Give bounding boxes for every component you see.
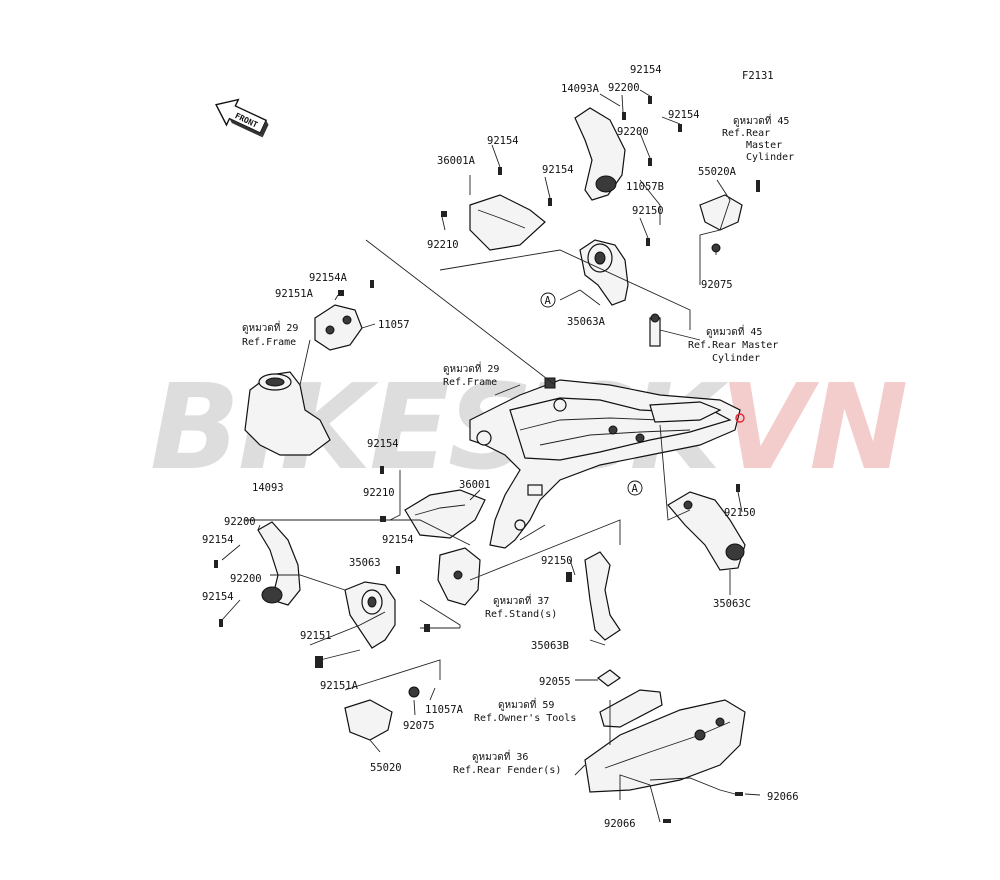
part-labels: 14093A 92200 92154 92154 92200 36001A 92… <box>202 64 799 830</box>
figure-code: F2131 <box>742 70 774 82</box>
svg-text:A: A <box>632 483 639 495</box>
svg-text:Cylinder: Cylinder <box>712 353 760 364</box>
part-label-35063: 35063 <box>349 557 381 569</box>
part-label-14093: 14093 <box>252 482 284 494</box>
ref-rear-fender: ดูหมวดที่ 36 Ref.Rear Fender(s) <box>453 749 561 776</box>
svg-text:A: A <box>545 295 552 307</box>
ref-owners-tools: ดูหมวดที่ 59 Ref.Owner's Tools <box>474 697 576 724</box>
part-label-92154: 92154 <box>630 64 662 76</box>
rear-fender-tray <box>584 669 746 823</box>
svg-text:Ref.Rear: Ref.Rear <box>722 128 770 139</box>
part-label-92150: 92150 <box>632 205 664 217</box>
ref-stand: ดูหมวดที่ 37 Ref.Stand(s) <box>485 593 557 620</box>
part-label-92154: 92154 <box>367 438 399 450</box>
part-label-92075: 92075 <box>701 279 733 291</box>
right-footrest-bracket-upper <box>469 107 743 347</box>
part-label-11057: 11057 <box>378 319 410 331</box>
main-frame <box>469 377 745 549</box>
rear-right-brackets <box>566 484 746 641</box>
ref-frame-2: ดูหมวดที่ 29 Ref.Frame <box>443 361 499 388</box>
watermark-text-red: VN <box>720 358 906 496</box>
svg-text:Master: Master <box>746 140 782 151</box>
svg-text:ดูหมวดที่ 45: ดูหมวดที่ 45 <box>733 113 789 127</box>
svg-text:ดูหมวดที่ 37: ดูหมวดที่ 37 <box>493 593 549 607</box>
svg-text:ดูหมวดที่ 29: ดูหมวดที่ 29 <box>443 361 499 375</box>
part-label-92154: 92154 <box>202 591 234 603</box>
svg-text:ดูหมวดที่ 59: ดูหมวดที่ 59 <box>498 697 554 711</box>
part-label-92200: 92200 <box>617 126 649 138</box>
svg-text:Ref.Frame: Ref.Frame <box>443 377 497 388</box>
part-label-92200: 92200 <box>224 516 256 528</box>
svg-text:ดูหมวดที่ 29: ดูหมวดที่ 29 <box>242 320 298 334</box>
part-label-92066: 92066 <box>604 818 636 830</box>
part-label-92154A: 92154A <box>309 272 348 284</box>
part-label-92154: 92154 <box>542 164 574 176</box>
callout-a-1: A <box>540 292 556 308</box>
svg-text:Ref.Rear Fender(s): Ref.Rear Fender(s) <box>453 765 561 776</box>
part-label-92055: 92055 <box>539 676 571 688</box>
part-label-14093A: 14093A <box>561 83 600 95</box>
part-label-11057A: 11057A <box>425 704 464 716</box>
part-label-92154: 92154 <box>202 534 234 546</box>
part-label-55020A: 55020A <box>698 166 737 178</box>
part-label-35063A: 35063A <box>567 316 606 328</box>
ref-rear-master-cylinder-1: ดูหมวดที่ 45 Ref.Rear Master Cylinder <box>722 113 794 163</box>
part-label-92151: 92151 <box>300 630 332 642</box>
part-label-92154: 92154 <box>382 534 414 546</box>
part-label-92075: 92075 <box>403 720 435 732</box>
upper-bolts <box>441 96 760 246</box>
part-label-35063B: 35063B <box>531 640 569 652</box>
part-label-92151A: 92151A <box>320 680 359 692</box>
part-label-11057B: 11057B <box>626 181 664 193</box>
part-label-36001: 36001 <box>459 479 491 491</box>
part-label-92150: 92150 <box>724 507 756 519</box>
part-label-55020: 55020 <box>370 762 402 774</box>
part-label-92154: 92154 <box>487 135 519 147</box>
steering-head-area <box>244 280 374 456</box>
part-label-36001A: 36001A <box>437 155 476 167</box>
svg-text:Ref.Rear Master: Ref.Rear Master <box>688 340 778 351</box>
left-footrest-area <box>214 466 486 741</box>
part-label-92210: 92210 <box>363 487 395 499</box>
part-label-92066: 92066 <box>767 791 799 803</box>
callout-a-2: A <box>627 480 643 496</box>
leader-lines <box>221 89 761 823</box>
part-label-92154: 92154 <box>668 109 700 121</box>
svg-text:ดูหมวดที่ 45: ดูหมวดที่ 45 <box>706 324 762 338</box>
svg-text:Ref.Stand(s): Ref.Stand(s) <box>485 609 557 620</box>
svg-text:ดูหมวดที่ 36: ดูหมวดที่ 36 <box>472 749 528 763</box>
svg-text:Cylinder: Cylinder <box>746 152 794 163</box>
svg-text:Ref.Owner's Tools: Ref.Owner's Tools <box>474 713 576 724</box>
part-label-92200: 92200 <box>608 82 640 94</box>
part-label-92210: 92210 <box>427 239 459 251</box>
part-label-92151A: 92151A <box>275 288 314 300</box>
front-arrow-icon: FRONT <box>215 98 269 138</box>
part-label-35063C: 35063C <box>713 598 751 610</box>
part-label-92200: 92200 <box>230 573 262 585</box>
part-label-92150: 92150 <box>541 555 573 567</box>
ref-frame-1: ดูหมวดที่ 29 Ref.Frame <box>242 320 298 348</box>
svg-text:Ref.Frame: Ref.Frame <box>242 337 296 348</box>
ref-rear-master-cylinder-2: ดูหมวดที่ 45 Ref.Rear Master Cylinder <box>688 324 778 364</box>
